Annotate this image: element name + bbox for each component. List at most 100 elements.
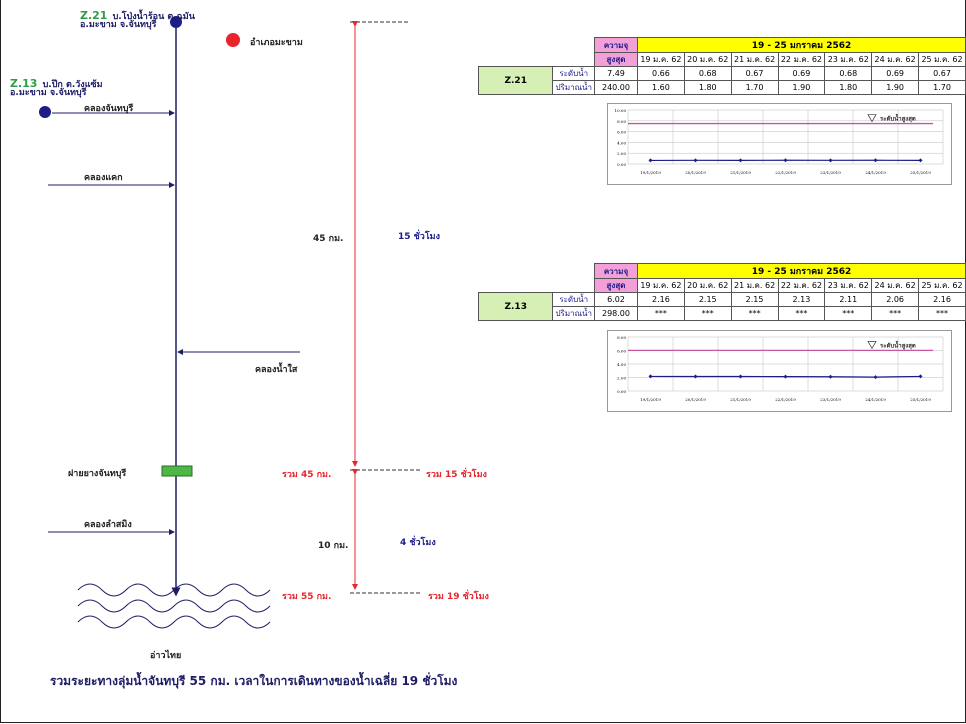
station-z13-line1: บ.ปึก ต.วังแซ้ม	[42, 80, 103, 90]
row-label: ระดับน้ำ	[552, 292, 595, 307]
x-tick-label: 21/1/2019	[730, 397, 751, 402]
data-point	[918, 158, 923, 163]
weir-icon	[161, 465, 193, 477]
flow-cell: 1.70	[918, 80, 966, 95]
x-tick-label: 24/1/2019	[865, 170, 886, 175]
flow-cell: 1.70	[730, 80, 779, 95]
tributary-namsai-label: คลองน้ำใส	[255, 365, 298, 375]
date: 22 ม.ค. 62	[777, 52, 826, 67]
level-cell: 2.16	[918, 292, 966, 307]
data-point	[693, 158, 698, 163]
level-cell: 2.13	[777, 292, 826, 307]
flow-cell: ***	[683, 306, 732, 321]
cap-top: ความจุ	[594, 37, 638, 53]
station-z21-id: Z.21	[80, 9, 108, 22]
x-tick-label: 22/1/2019	[775, 170, 796, 175]
segment1-distance: 45 กม.	[313, 234, 344, 244]
station-cell: Z.13	[477, 292, 554, 321]
segment2-total-distance: รวม 55 กม.	[282, 592, 332, 602]
x-tick-label: 20/1/2019	[685, 170, 706, 175]
x-tick-label: 25/1/2019	[910, 397, 931, 402]
row-label: ปริมาณน้ำ	[552, 80, 595, 95]
tributary-khaek-label: คลองแคก	[84, 173, 123, 183]
station-z13-label: Z.13 บ.ปึก ต.วังแซ้ม	[10, 72, 103, 91]
date: 21 ม.ค. 62	[730, 52, 779, 67]
cap-bottom: สูงสุด	[594, 278, 638, 293]
level-cell: 0.69	[871, 66, 920, 81]
data-point	[738, 374, 743, 379]
x-tick-label: 25/1/2019	[910, 170, 931, 175]
data-point	[783, 374, 788, 379]
data-point	[693, 374, 698, 379]
x-tick-label: 23/1/2019	[820, 170, 841, 175]
x-tick-label: 20/1/2019	[685, 397, 706, 402]
date: 24 ม.ค. 62	[871, 278, 920, 293]
flow-cell: 1.90	[777, 80, 826, 95]
station-cell: Z.21	[477, 66, 554, 95]
sea-waves-icon	[77, 583, 271, 629]
y-tick-label: 8.00	[617, 335, 626, 340]
date: 20 ม.ค. 62	[683, 52, 732, 67]
period: 19 - 25 มกราคม 2562	[636, 37, 966, 53]
level-cell: 2.06	[871, 292, 920, 307]
level-cell: 0.66	[636, 66, 685, 81]
y-tick-label: 0.00	[617, 162, 626, 167]
flow-cell: 1.60	[636, 80, 685, 95]
date: 24 ม.ค. 62	[871, 52, 920, 67]
station-z21-label: Z.21 บ.โป่งน้ำร้อน ต.ฉมัน	[80, 4, 195, 23]
flow-cell: ***	[918, 306, 966, 321]
max-level-label: ระดับน้ำสูงสุด	[880, 113, 916, 124]
level-cell: 0.68	[683, 66, 732, 81]
station-z21-line2: อ.มะขาม จ.จันทบุรี	[80, 20, 157, 30]
flow-cell: 1.80	[824, 80, 873, 95]
district-label: อำเภอมะขาม	[250, 38, 303, 48]
row-label: ปริมาณน้ำ	[552, 306, 595, 321]
x-tick-label: 19/1/2019	[640, 170, 661, 175]
station-z13-line2: อ.มะขาม จ.จันทบุรี	[10, 88, 87, 98]
flow-cell: ***	[824, 306, 873, 321]
date: 23 ม.ค. 62	[824, 278, 873, 293]
data-point	[918, 374, 923, 379]
data-point	[828, 374, 833, 379]
y-tick-label: 0.00	[617, 389, 626, 394]
level-cell: 2.11	[824, 292, 873, 307]
data-point	[648, 158, 653, 163]
segment2-time: 4 ชั่วโมง	[400, 538, 436, 548]
y-tick-label: 8.00	[617, 119, 626, 124]
row-label: ระดับน้ำ	[552, 66, 595, 81]
level-cell: 2.15	[730, 292, 779, 307]
district-marker	[226, 33, 240, 47]
cap-top: ความจุ	[594, 263, 638, 279]
data-point	[738, 158, 743, 163]
summary-text: รวมระยะทางลุ่มน้ำจันทบุรี 55 กม. เวลาในก…	[50, 674, 458, 688]
flow-cell: ***	[730, 306, 779, 321]
level-cell: 2.16	[636, 292, 685, 307]
flow-max: 240.00	[594, 80, 638, 95]
table-z13: ความจุ 19 - 25 มกราคม 2562 สูงสุด 19 ม.ค…	[477, 263, 966, 321]
segment1-time: 15 ชั่วโมง	[398, 232, 440, 242]
segment1-total-time: รวม 15 ชั่วโมง	[426, 470, 487, 480]
date: 25 ม.ค. 62	[918, 52, 966, 67]
table-z21: ความจุ 19 - 25 มกราคม 2562 สูงสุด 19 ม.ค…	[477, 37, 966, 95]
y-tick-label: 4.00	[617, 362, 626, 367]
cap-bottom: สูงสุด	[594, 52, 638, 67]
station-z13-marker	[39, 106, 51, 118]
y-tick-label: 2.00	[617, 151, 626, 156]
x-tick-label: 22/1/2019	[775, 397, 796, 402]
flow-cell: 1.80	[683, 80, 732, 95]
data-point	[873, 158, 878, 163]
data-point	[648, 374, 653, 379]
data-point	[783, 158, 788, 163]
date: 25 ม.ค. 62	[918, 278, 966, 293]
flow-max: 298.00	[594, 306, 638, 321]
data-point	[828, 158, 833, 163]
level-cell: 0.67	[730, 66, 779, 81]
y-tick-label: 10.00	[615, 108, 627, 113]
date: 19 ม.ค. 62	[636, 52, 685, 67]
x-tick-label: 21/1/2019	[730, 170, 751, 175]
sea-label: อ่าวไทย	[150, 651, 182, 661]
y-tick-label: 2.00	[617, 376, 626, 381]
weir-label: ฝายยางจันทบุรี	[68, 469, 127, 479]
y-tick-label: 4.00	[617, 140, 626, 145]
segment2-total-time: รวม 19 ชั่วโมง	[428, 592, 489, 602]
